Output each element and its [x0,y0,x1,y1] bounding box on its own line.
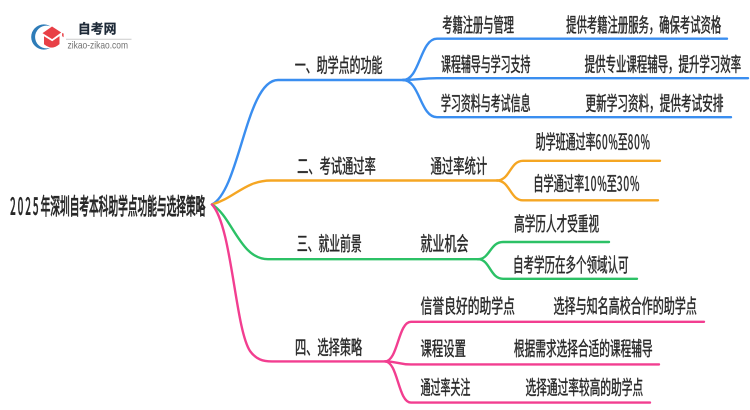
svg-text:zikao-zikao.com: zikao-zikao.com [68,39,129,51]
